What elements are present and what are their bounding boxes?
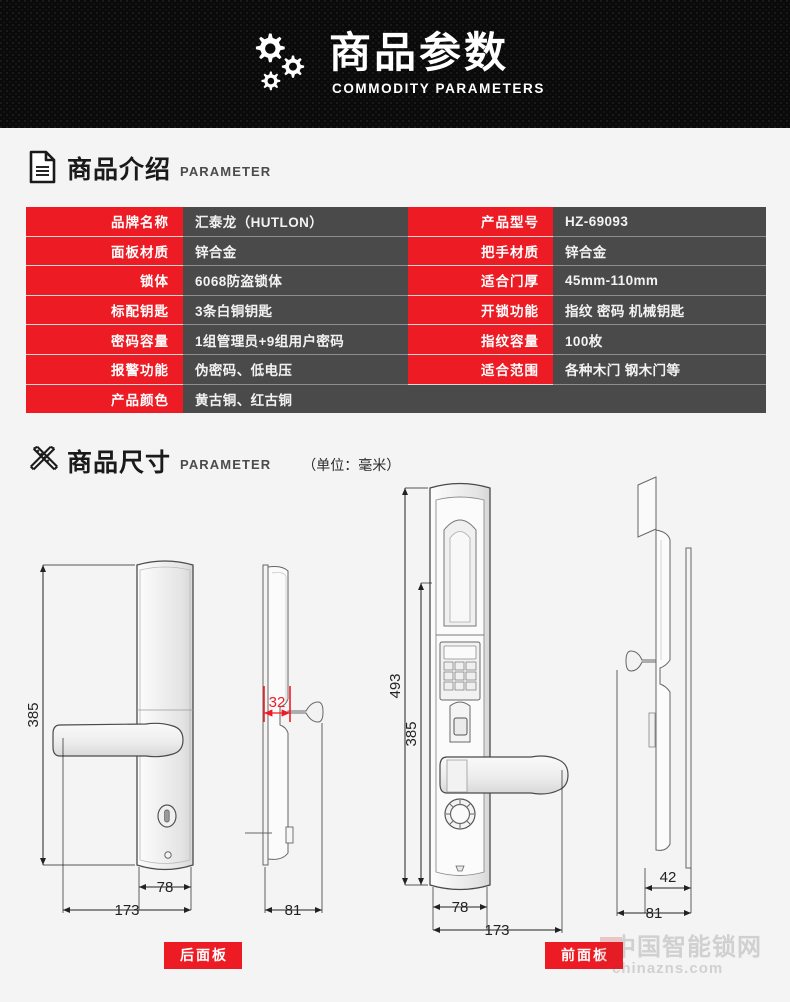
spec-label: 适合门厚 (408, 265, 553, 296)
intro-title: 商品介绍 (67, 156, 172, 184)
spec-value: 各种木门 钢木门等 (553, 354, 766, 385)
spec-label: 报警功能 (26, 354, 183, 385)
table-row: 密码容量 1组管理员+9组用户密码 指纹容量 100枚 (26, 324, 766, 355)
intro-section-heading: 商品介绍 PARAMETER (0, 150, 271, 184)
ruler-pencil-icon (28, 443, 58, 477)
banner-title: 商品参数 (328, 28, 509, 76)
size-unit-note: （单位：毫米） (302, 457, 401, 473)
back-panel-width-label: 78 (157, 879, 174, 896)
back-panel-height-label: 385 (25, 702, 42, 727)
banner-subtitle: COMMODITY PARAMETERS (331, 80, 545, 96)
table-row: 品牌名称 汇泰龙（HUTLON） 产品型号 HZ-69093 (26, 207, 766, 237)
front-side-total-depth-label: 81 (646, 905, 663, 922)
specification-table: 品牌名称 汇泰龙（HUTLON） 产品型号 HZ-69093 面板材质 锌合金 … (26, 207, 766, 414)
back-side-view-drawing: 32 81 (245, 564, 324, 919)
size-subtitle: PARAMETER (180, 457, 272, 472)
spec-empty-cell (553, 384, 766, 414)
document-icon (28, 150, 58, 184)
size-title: 商品尺寸 (67, 449, 172, 477)
spec-value: 汇泰龙（HUTLON） (183, 207, 408, 237)
banner-text-group: 商品参数 COMMODITY PARAMETERS (328, 28, 545, 97)
spec-label: 产品颜色 (26, 384, 183, 414)
spec-value: HZ-69093 (553, 207, 766, 237)
spec-label: 密码容量 (26, 324, 183, 355)
gears-icon (245, 27, 317, 99)
spec-label: 开锁功能 (408, 295, 553, 326)
table-row: 标配钥匙 3条白铜钥匙 开锁功能 指纹 密码 机械钥匙 (26, 295, 766, 326)
front-panel-overall-height-label: 493 (387, 673, 404, 698)
table-row: 锁体 6068防盗锁体 适合门厚 45mm-110mm (26, 265, 766, 296)
back-panel-drawing: 385 78 173 (25, 560, 194, 919)
front-side-view-drawing: 42 81 (616, 476, 692, 922)
spec-value: 锌合金 (183, 236, 408, 267)
spec-label: 面板材质 (26, 236, 183, 267)
spec-empty-cell (408, 384, 553, 414)
front-side-panel-depth-label: 42 (660, 869, 677, 886)
back-side-total-depth-label: 81 (285, 902, 302, 919)
size-section-heading: 商品尺寸 PARAMETER （单位：毫米） (0, 443, 400, 477)
spec-label: 标配钥匙 (26, 295, 183, 326)
spec-value: 3条白铜钥匙 (183, 295, 408, 326)
spec-label: 产品型号 (408, 207, 553, 237)
back-side-depth-label: 32 (269, 694, 286, 711)
spec-label: 把手材质 (408, 236, 553, 267)
spec-label: 锁体 (26, 265, 183, 296)
spec-value: 100枚 (553, 324, 766, 355)
dimension-drawings: 385 78 173 (0, 470, 790, 970)
table-row: 报警功能 伪密码、低电压 适合范围 各种木门 钢木门等 (26, 354, 766, 385)
table-row: 面板材质 锌合金 把手材质 锌合金 (26, 236, 766, 267)
table-row: 产品颜色 黄古铜、红古铜 (26, 384, 766, 414)
front-panel-drawing: 493 385 78 173 (387, 482, 569, 939)
spec-label: 适合范围 (408, 354, 553, 385)
front-panel-body-height-label: 385 (403, 721, 420, 746)
front-panel-badge: 前面板 (545, 942, 623, 969)
back-panel-badge: 后面板 (164, 942, 242, 969)
intro-subtitle: PARAMETER (180, 164, 272, 179)
page-banner: 商品参数 COMMODITY PARAMETERS (0, 0, 790, 128)
spec-value: 45mm-110mm (553, 265, 766, 296)
front-panel-total-width-label: 173 (484, 922, 509, 939)
spec-value: 黄古铜、红古铜 (183, 384, 408, 414)
spec-value: 伪密码、低电压 (183, 354, 408, 385)
back-panel-total-width-label: 173 (114, 902, 139, 919)
spec-value: 锌合金 (553, 236, 766, 267)
spec-label: 指纹容量 (408, 324, 553, 355)
spec-value: 6068防盗锁体 (183, 265, 408, 296)
spec-value: 指纹 密码 机械钥匙 (553, 295, 766, 326)
front-panel-width-label: 78 (452, 899, 469, 916)
spec-label: 品牌名称 (26, 207, 183, 237)
spec-value: 1组管理员+9组用户密码 (183, 324, 408, 355)
banner-content: 商品参数 COMMODITY PARAMETERS (245, 27, 545, 99)
